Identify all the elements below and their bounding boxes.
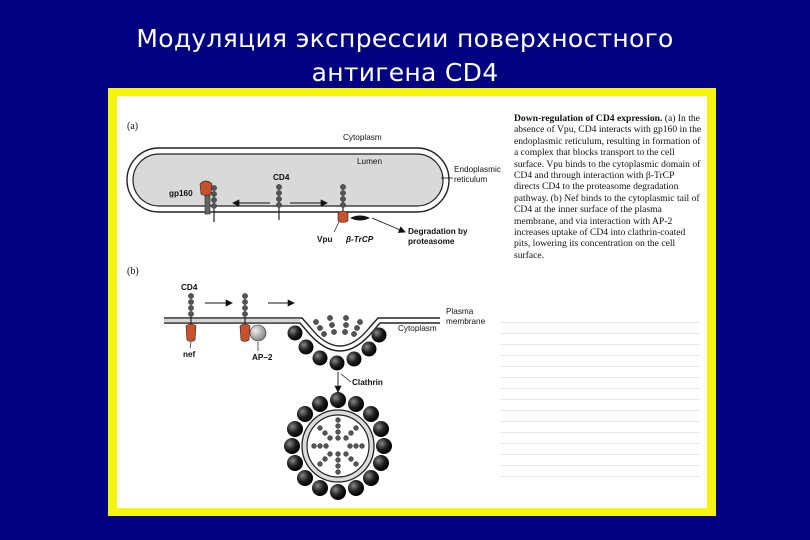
cytoplasm-label-b: Cytoplasm: [398, 324, 437, 333]
cd4-label-a: CD4: [273, 173, 290, 182]
cytoplasm-label-a: Cytoplasm: [343, 133, 382, 142]
caption-body: (a) In the absence of Vpu, CD4 interacts…: [514, 113, 702, 261]
plasma-label-line1: Plasma: [446, 307, 474, 316]
er-label-line1: Endoplasmic: [454, 165, 501, 174]
vpu-pointer: [333, 221, 340, 233]
btrcp-label: β-TrCP: [345, 235, 374, 244]
figure-caption: Down-regulation of CD4 expression. (a) I…: [514, 113, 702, 261]
ap2-label: AP–2: [252, 353, 273, 362]
arrow-to-degradation: [371, 217, 406, 233]
panel-b-label: (b): [127, 266, 139, 277]
gp160-label: gp160: [169, 189, 193, 198]
cd4-molecule-a: [276, 184, 282, 220]
vpu-label: Vpu: [317, 235, 332, 244]
membrane-fill: [164, 318, 300, 323]
nef-label: nef: [183, 350, 196, 359]
caption-title: Down-regulation of CD4 expression.: [514, 113, 663, 124]
panel-a-label: (a): [127, 121, 138, 132]
pit-receptors: [313, 315, 363, 337]
title-line-2: антигена CD4: [311, 58, 499, 87]
vpu-protein: [337, 210, 349, 223]
cd4-nef-complex: [185, 293, 197, 342]
title-line-1: Модуляция экспрессии поверхностного: [136, 24, 674, 53]
lumen-label: Lumen: [357, 157, 382, 166]
clathrin-label: Clathrin: [352, 378, 383, 387]
plasma-label-line2: membrane: [446, 317, 486, 326]
cd4-label-b: CD4: [181, 283, 198, 292]
slide-title: Модуляция экспрессии поверхностного анти…: [0, 22, 810, 90]
er-label-line2: reticulum: [454, 175, 487, 184]
pit-clathrin-coat: [287, 325, 387, 371]
cd4-molecule-vpu: [340, 184, 346, 221]
nef-pointer: [189, 341, 192, 349]
degradation-label-line1: Degradation by: [408, 227, 468, 236]
btrcp-protein: [350, 215, 370, 221]
plasma-membrane-outer: [164, 317, 440, 347]
gp160-cd4-complex: [199, 180, 217, 222]
degradation-label-line2: proteasome: [408, 237, 455, 246]
clathrin-coated-vesicle: [284, 392, 392, 500]
faded-background-text: [500, 322, 700, 502]
cd4-nef-ap2-complex: [239, 293, 267, 342]
clathrin-pointer: [340, 373, 352, 383]
